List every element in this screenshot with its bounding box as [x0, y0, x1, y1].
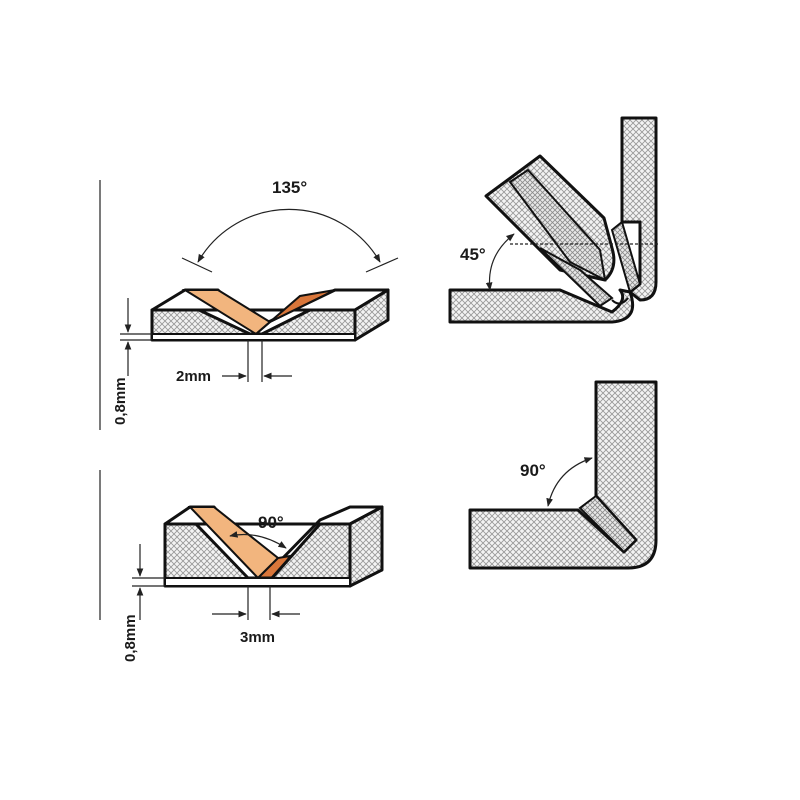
cutter-135-right-face: [255, 289, 336, 335]
groove-width-3mm-label: 3mm: [240, 629, 275, 646]
panel-90-groove: 90° 3mm 0,8mm: [99, 470, 384, 662]
angle-45-arc: [485, 233, 515, 291]
panel-135-base: [151, 333, 356, 341]
depth-08-label-top: 0,8mm: [112, 377, 129, 425]
angle-45-label: 45°: [460, 245, 486, 264]
fold-45-diagonal-strip: [508, 168, 607, 282]
angle-135-label: 135°: [272, 178, 307, 197]
fold-45-assembly: 45°: [448, 116, 660, 324]
panel-135-groove: 135° 2mm 0,8mm: [99, 178, 399, 430]
fold-45-vertical-tooth: [610, 220, 642, 294]
fold-45-base-panel: [448, 288, 635, 324]
depth-08-label-bottom: 0,8mm: [122, 614, 139, 662]
panel-90-base: [164, 577, 351, 587]
angle-135-arc: [197, 208, 381, 263]
panel-135-side-face: [353, 288, 390, 342]
angle-90-fold-arc: [546, 457, 593, 507]
groove-width-2mm-label: 2mm: [176, 368, 211, 385]
fold-90-assembly: 90°: [468, 380, 658, 570]
fold-45-lower-wedge: [539, 247, 614, 308]
angle-90-fold-label: 90°: [520, 461, 546, 480]
fold-45-vertical-panel: [620, 116, 658, 302]
panel-90-side-face: [348, 505, 384, 588]
angle-90-cut-arc: [229, 531, 287, 549]
fold-45-pivot: [611, 297, 629, 305]
angle-90-cut-label: 90°: [258, 513, 284, 532]
